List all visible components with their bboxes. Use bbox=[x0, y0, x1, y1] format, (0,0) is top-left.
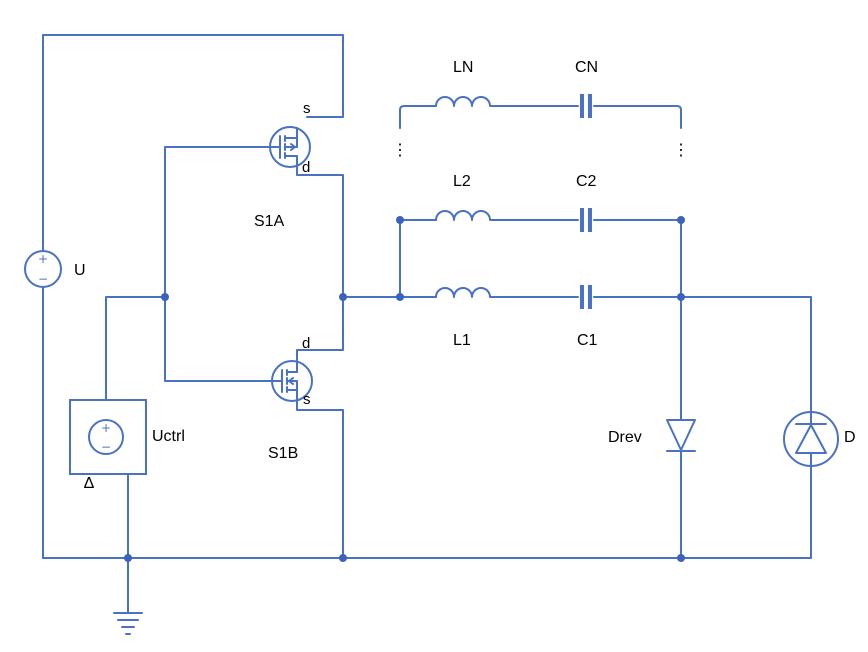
inductor-l1-icon bbox=[435, 287, 491, 298]
capacitor-c1-icon bbox=[580, 285, 592, 309]
label-d: D bbox=[844, 429, 856, 446]
pin-label-s1b-drain: d bbox=[302, 335, 310, 352]
wire-u-bottom bbox=[42, 286, 812, 559]
label-uctrl: Uctrl bbox=[152, 428, 185, 445]
junction-dot bbox=[161, 293, 169, 301]
pin-label-s1a-drain: d bbox=[302, 159, 310, 176]
source-circle-icon bbox=[88, 419, 124, 455]
wire-c1-out bbox=[593, 296, 812, 413]
label-s1a: S1A bbox=[254, 213, 285, 230]
inductor-l2-icon bbox=[435, 210, 491, 221]
wire-u-top bbox=[42, 34, 344, 252]
junction-dots bbox=[124, 216, 685, 562]
uctrl-box bbox=[69, 399, 147, 475]
label-c2: C2 bbox=[576, 173, 597, 190]
wires bbox=[42, 34, 812, 614]
ground-icon bbox=[113, 612, 143, 635]
plus-sign: + bbox=[101, 421, 111, 435]
ellipsis-right: ⋮ bbox=[673, 142, 689, 159]
wire-uctrl-gate bbox=[105, 296, 166, 401]
minus-sign: − bbox=[38, 272, 48, 286]
label-s1b: S1B bbox=[268, 445, 298, 462]
diode-d-icon bbox=[783, 411, 839, 467]
delta-icon: Δ bbox=[84, 475, 95, 492]
wire-cn-out bbox=[593, 105, 682, 129]
label-cn: CN bbox=[575, 59, 598, 76]
mosfet-s1a bbox=[269, 126, 311, 168]
junction-dot bbox=[124, 554, 132, 562]
wire-gate-s1a bbox=[164, 146, 273, 382]
source-circle-icon bbox=[24, 250, 62, 288]
pin-label-s1a-source: s bbox=[303, 100, 311, 117]
label-c1: C1 bbox=[577, 332, 598, 349]
label-ln: LN bbox=[453, 59, 473, 76]
mosfet-s1b bbox=[271, 360, 313, 402]
minus-sign: − bbox=[101, 440, 111, 454]
label-l1: L1 bbox=[453, 332, 471, 349]
wire-s1a-drain bbox=[296, 165, 344, 363]
junction-dot bbox=[396, 216, 404, 224]
label-drev: Drev bbox=[608, 429, 642, 446]
capacitor-c2-icon bbox=[580, 208, 592, 232]
label-l2: L2 bbox=[453, 173, 471, 190]
controlled-source-uctrl: + − Δ bbox=[69, 399, 147, 492]
voltage-source-u: + − bbox=[24, 250, 62, 288]
inductor-ln-icon bbox=[435, 96, 491, 107]
junction-dot bbox=[677, 293, 685, 301]
diode-drev-icon bbox=[666, 419, 696, 452]
capacitor-cn-icon bbox=[580, 94, 592, 118]
wire-s1b-source bbox=[296, 398, 344, 559]
wire-left-bus-top bbox=[399, 105, 437, 129]
junction-dot bbox=[339, 293, 347, 301]
label-u: U bbox=[74, 262, 86, 279]
junction-dot bbox=[677, 216, 685, 224]
pin-label-s1b-source: s bbox=[303, 391, 311, 408]
junction-dot bbox=[677, 554, 685, 562]
plus-sign: + bbox=[38, 252, 48, 266]
junction-dot bbox=[339, 554, 347, 562]
ellipsis-left: ⋮ bbox=[392, 142, 408, 159]
junction-dot bbox=[396, 293, 404, 301]
